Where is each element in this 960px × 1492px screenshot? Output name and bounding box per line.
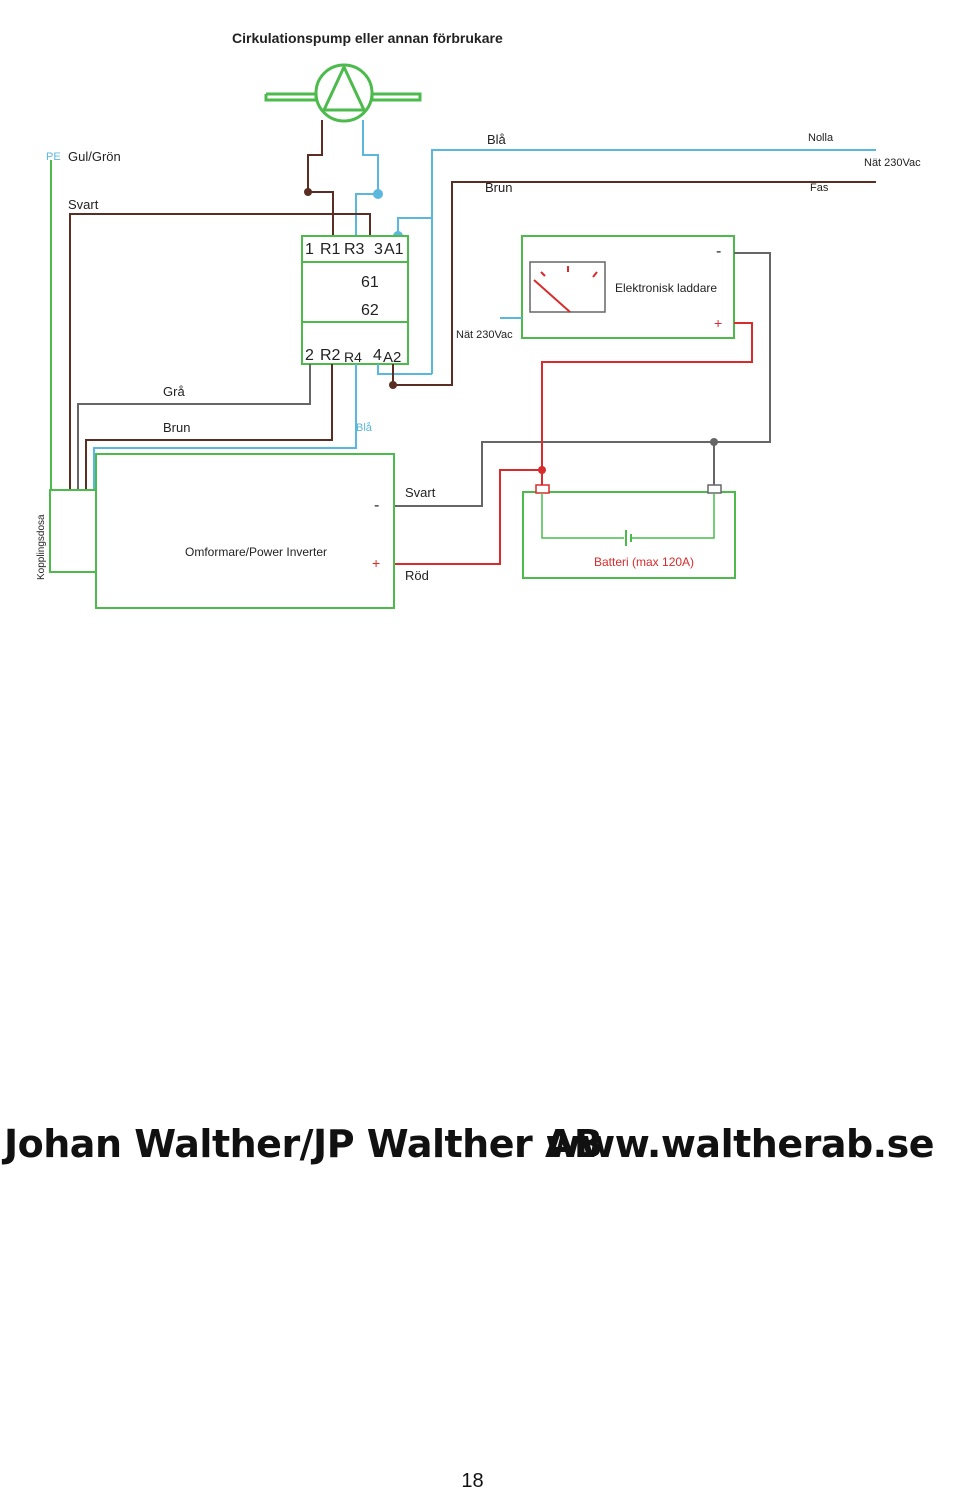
svg-text:Gul/Grön: Gul/Grön: [68, 149, 121, 164]
footer-company: Johan Walther/JP Walther AB: [4, 1122, 603, 1166]
wire-gra: [77, 364, 311, 492]
wire-pump-blue: [355, 120, 379, 240]
svg-text:62: 62: [361, 302, 379, 319]
svg-text:2: 2: [305, 347, 314, 364]
svg-text:-: -: [716, 243, 721, 260]
wire-a2-blue: [377, 364, 432, 375]
pump-icon: [264, 63, 422, 123]
wire-bla-mains: [431, 149, 876, 374]
svg-text:1: 1: [305, 241, 314, 258]
svg-text:Grå: Grå: [163, 384, 185, 399]
svg-text:-: -: [374, 497, 379, 514]
junction-box: [49, 489, 97, 573]
svg-text:3: 3: [374, 241, 383, 258]
svg-text:Batteri (max 120A): Batteri (max 120A): [594, 555, 694, 569]
svg-text:Svart: Svart: [405, 485, 436, 500]
svg-text:+: +: [372, 555, 380, 571]
wire-inverter-plus: [394, 469, 542, 565]
svg-text:Blå: Blå: [356, 422, 373, 434]
svg-text:Svart: Svart: [68, 197, 99, 212]
svg-text:R4: R4: [344, 349, 362, 365]
page-number: 18: [461, 1470, 484, 1492]
wire-pump-brown: [307, 120, 334, 240]
svg-text:R3: R3: [344, 241, 365, 258]
svg-text:R2: R2: [320, 347, 341, 364]
diagram-title: Cirkulationspump eller annan förbrukare: [232, 30, 503, 46]
wire-charger-minus: [394, 252, 771, 507]
svg-text:Fas: Fas: [810, 182, 829, 194]
svg-text:A2: A2: [383, 349, 401, 366]
svg-text:Nolla: Nolla: [808, 132, 834, 144]
svg-text:61: 61: [361, 274, 379, 291]
wire-charger-plus: [541, 322, 753, 470]
svg-text:Röd: Röd: [405, 568, 429, 583]
wire-brun-low: [85, 364, 333, 492]
footer-website-link[interactable]: www.waltherab.se: [545, 1122, 935, 1166]
svg-text:Blå: Blå: [487, 132, 507, 147]
svg-text:4: 4: [373, 347, 382, 364]
wiring-diagram: Cirkulationspump eller annan förbrukare …: [36, 30, 921, 609]
charger-box: [521, 235, 735, 339]
svg-text:+: +: [714, 315, 722, 331]
wire-a1-blue: [397, 217, 432, 236]
relay-box: [301, 235, 409, 365]
wire-bla-low: [93, 364, 357, 492]
battery-box: [522, 491, 736, 579]
wire-svart: [69, 213, 371, 492]
svg-text:A1: A1: [384, 241, 404, 258]
svg-text:Brun: Brun: [163, 420, 190, 435]
wire-brun-mains: [393, 181, 876, 386]
svg-text:Nät 230Vac: Nät 230Vac: [456, 329, 513, 341]
svg-text:Kopplingsdosa: Kopplingsdosa: [36, 514, 47, 580]
svg-text:Omformare/Power Inverter: Omformare/Power Inverter: [185, 545, 327, 559]
svg-text:R1: R1: [320, 241, 341, 258]
svg-text:Elektronisk laddare: Elektronisk laddare: [615, 281, 717, 295]
svg-text:Nät 230Vac: Nät 230Vac: [864, 157, 921, 169]
svg-text:PE: PE: [46, 151, 61, 163]
svg-text:Brun: Brun: [485, 180, 512, 195]
inverter-box: [95, 453, 395, 609]
